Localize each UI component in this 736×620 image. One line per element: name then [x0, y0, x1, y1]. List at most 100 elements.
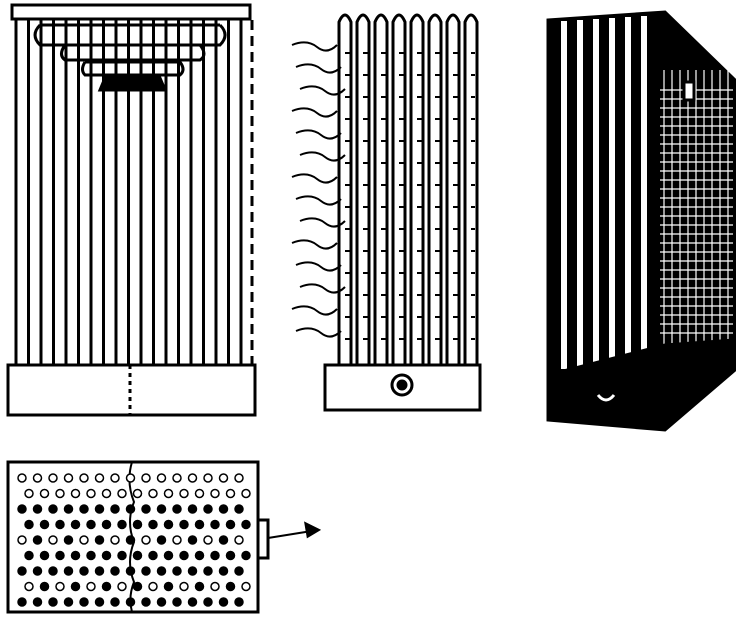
tube-hole [101, 488, 112, 499]
tube-hole [148, 488, 158, 499]
connecting-wire [291, 41, 338, 52]
tube-hole [203, 473, 213, 483]
tube-hole [132, 488, 143, 499]
connecting-wire [291, 107, 338, 118]
tube-hole [32, 535, 43, 545]
tube-hole [194, 519, 205, 530]
tube-hole [218, 504, 229, 514]
connecting-wire [295, 327, 342, 338]
tube-hole [141, 473, 151, 483]
tube-hole [225, 488, 236, 499]
tube-hole [203, 504, 213, 514]
connecting-wire [295, 261, 342, 272]
tube-hole [32, 566, 43, 576]
tube-hole [125, 566, 136, 576]
tube-hole [70, 519, 81, 530]
tube-hole [55, 519, 65, 530]
tube-hole [70, 550, 81, 561]
tube-hole [172, 535, 182, 545]
tube-hole [194, 581, 205, 592]
tube-hole [55, 581, 65, 592]
tube-hole [125, 597, 136, 607]
tube-hole [63, 535, 74, 545]
tube-hole [117, 581, 127, 592]
connecting-wire [299, 151, 346, 162]
side-tube [427, 13, 443, 365]
tube-hole [241, 550, 251, 561]
connecting-wire [299, 217, 346, 228]
tube-hole [210, 581, 220, 592]
tube-hole [110, 566, 120, 576]
top-header-frame [10, 3, 252, 21]
tube-hole [101, 550, 112, 561]
outlet-nipple [256, 518, 270, 560]
tube-hole [101, 519, 112, 530]
tube-hole [194, 550, 205, 561]
tube-hole [48, 473, 58, 483]
tube-hole [86, 519, 96, 530]
tube-hole [94, 473, 105, 483]
tube-hole [117, 488, 127, 499]
tube-hole [141, 597, 151, 607]
perspective-tube [591, 17, 601, 369]
tube-hole [48, 535, 58, 545]
tube-hole [179, 488, 189, 499]
tube-hole [55, 488, 65, 499]
tube-hole [94, 597, 105, 607]
tube-hole [218, 597, 229, 607]
tube-hole [234, 504, 244, 514]
tube-hole [86, 550, 96, 561]
tube-hole [156, 566, 167, 576]
header-cap [97, 76, 168, 92]
tube-hole [218, 535, 229, 545]
tube-hole [172, 566, 182, 576]
tube-hole [79, 597, 89, 607]
connecting-wire [295, 129, 342, 140]
tube-hole [63, 597, 74, 607]
tube-hole [148, 581, 158, 592]
fitting [682, 80, 696, 102]
tube-hole [225, 581, 236, 592]
connecting-wire [295, 63, 342, 74]
tube-hole [70, 581, 81, 592]
tube-hole [39, 488, 50, 499]
connecting-wire [299, 85, 346, 96]
tube-hole [218, 473, 229, 483]
tube-hole [210, 519, 220, 530]
tube-hole [32, 473, 43, 483]
tube-hole [79, 535, 89, 545]
tube-hole [101, 581, 112, 592]
tube-hole [172, 504, 182, 514]
tube-hole [110, 473, 120, 483]
tube-hole [148, 519, 158, 530]
tube-hole [17, 473, 27, 483]
tube-hole [110, 504, 120, 514]
tube-hole [234, 535, 244, 545]
tube-hole [63, 504, 74, 514]
front-view-radiator [6, 3, 257, 417]
perspective-tube [623, 15, 633, 367]
perspective-view-radiator [546, 10, 736, 432]
tube-hole [163, 488, 174, 499]
tube-hole [110, 535, 120, 545]
tube-hole [17, 566, 27, 576]
tube-hole [17, 535, 27, 545]
connecting-wire [291, 305, 338, 316]
tube-hole [132, 550, 143, 561]
tube-hole [63, 566, 74, 576]
tube-hole [17, 597, 27, 607]
tube-hole [179, 519, 189, 530]
tube-hole [241, 488, 251, 499]
tube-hole [39, 550, 50, 561]
tube-hole [141, 566, 151, 576]
tube-hole [203, 535, 213, 545]
tube-hole [234, 597, 244, 607]
side-tube [373, 13, 389, 365]
side-tube [409, 13, 425, 365]
perspective-tube [607, 16, 617, 368]
tube-hole [187, 504, 198, 514]
tube-hole [70, 488, 81, 499]
tube-hole [172, 597, 182, 607]
perspective-base [546, 338, 736, 432]
